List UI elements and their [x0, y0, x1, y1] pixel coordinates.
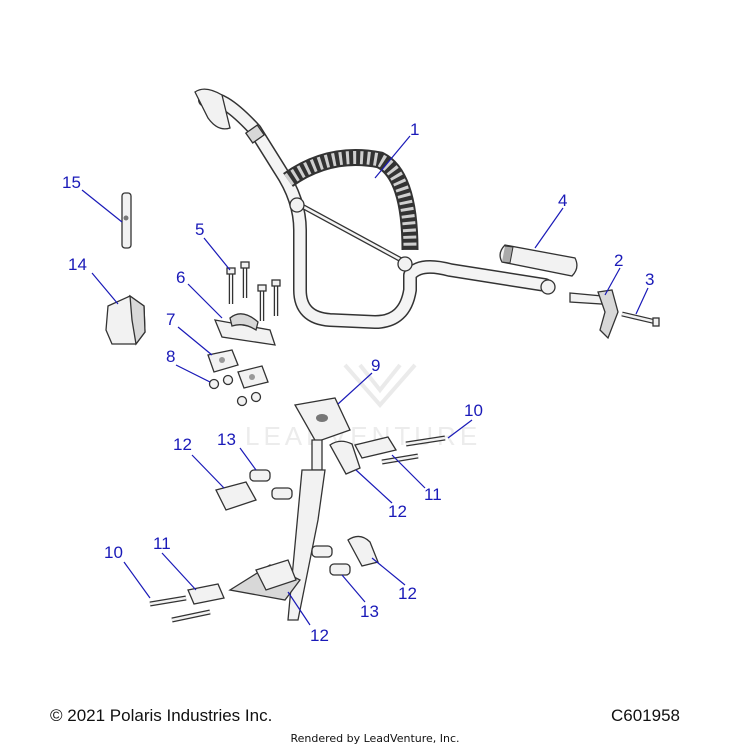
plates [187, 436, 398, 605]
grip [499, 244, 578, 277]
callout-12c: 12 [398, 584, 417, 603]
lever-bolt [621, 311, 660, 327]
handlebar [194, 88, 556, 329]
callout-13b: 13 [360, 602, 379, 621]
callout-12a: 12 [173, 435, 192, 454]
callout-8: 8 [166, 347, 175, 366]
callout-2: 2 [614, 251, 623, 270]
column-clamps [215, 440, 379, 591]
callout-1: 1 [410, 120, 419, 139]
lower-clamps [207, 349, 269, 389]
upper-clamp [213, 313, 276, 346]
callout-7: 7 [166, 310, 175, 329]
copyright-text: © 2021 Polaris Industries Inc. [50, 706, 273, 725]
leadventure-watermark: LEADVENTURE [245, 363, 477, 451]
callout-10a: 10 [464, 401, 483, 420]
callout-15: 15 [62, 173, 81, 192]
callout-11b: 11 [153, 534, 171, 553]
callout-12b: 12 [388, 502, 407, 521]
callout-4: 4 [558, 191, 567, 210]
pin [121, 192, 132, 249]
callout-9: 9 [371, 356, 380, 375]
column-bolts [149, 435, 446, 623]
callouts: 1 2 3 4 5 6 7 8 9 10 10 11 11 12 12 12 1… [62, 120, 654, 645]
leader-lines [81, 135, 649, 626]
callout-13a: 13 [217, 430, 236, 449]
callout-11a: 11 [424, 485, 442, 504]
callout-12d: 12 [310, 626, 329, 645]
bushings [249, 469, 351, 576]
callout-6: 6 [176, 268, 185, 287]
callout-3: 3 [645, 270, 654, 289]
nuts [208, 374, 262, 407]
callout-10b: 10 [104, 543, 123, 562]
clamp-bolts [226, 261, 281, 321]
throttle-lever [569, 289, 619, 340]
diagram-code: C601958 [610, 706, 680, 725]
switch-housing [105, 294, 146, 346]
rendered-by-text: Rendered by LeadVenture, Inc. [290, 732, 460, 745]
callout-14: 14 [68, 255, 87, 274]
callout-5: 5 [195, 220, 204, 239]
